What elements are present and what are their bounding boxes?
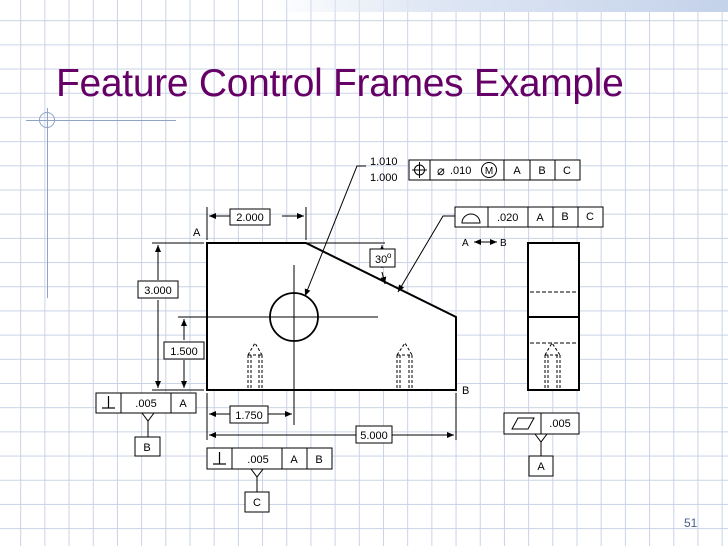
hidden-hole-left bbox=[247, 342, 263, 390]
title-vertical-rule bbox=[47, 108, 48, 298]
dim-1500: 1.500 bbox=[163, 341, 205, 360]
svg-text:A: A bbox=[536, 212, 544, 224]
svg-text:2.000: 2.000 bbox=[236, 212, 264, 224]
header-band bbox=[268, 0, 728, 12]
svg-text:o: o bbox=[387, 251, 392, 260]
mmc-modifier: M bbox=[485, 166, 493, 177]
svg-text:.005: .005 bbox=[247, 454, 268, 466]
svg-text:1.750: 1.750 bbox=[235, 410, 263, 422]
perp-left-fcf: .005 A B bbox=[95, 392, 197, 457]
dim-3000: 3.000 bbox=[137, 280, 179, 299]
hidden-hole-right bbox=[396, 342, 413, 390]
position-leader bbox=[304, 165, 366, 297]
profile-fcf: .020 A B C A B bbox=[454, 206, 604, 249]
svg-text:C: C bbox=[563, 165, 571, 177]
perpendicularity-icon bbox=[213, 452, 226, 465]
svg-text:A: A bbox=[290, 454, 298, 466]
dimension-lines bbox=[152, 165, 497, 440]
position-tolerance: .010 bbox=[450, 165, 471, 177]
dim-angle: 30 o bbox=[369, 248, 396, 268]
position-icon bbox=[412, 162, 427, 178]
svg-text:.020: .020 bbox=[497, 212, 518, 224]
svg-text:B: B bbox=[538, 165, 545, 177]
flatness-icon bbox=[511, 417, 535, 430]
position-fcf: 1.010 1.000 ⌀ .010 M A B C bbox=[370, 156, 581, 184]
svg-text:.005: .005 bbox=[549, 418, 570, 430]
datum-c-label: C bbox=[253, 497, 261, 509]
svg-text:A: A bbox=[513, 165, 521, 177]
svg-text:C: C bbox=[586, 211, 594, 223]
svg-text:1.500: 1.500 bbox=[170, 346, 198, 358]
datum-a-label: A bbox=[537, 461, 545, 473]
profile-of-surface-icon bbox=[461, 213, 481, 224]
svg-text:B: B bbox=[561, 211, 568, 223]
label-point-b: B bbox=[462, 385, 469, 397]
dim-1750: 1.750 bbox=[229, 405, 269, 424]
profile-leader bbox=[397, 215, 455, 293]
dim-5000: 5.000 bbox=[355, 425, 393, 444]
perpendicularity-icon bbox=[102, 396, 115, 409]
size-upper: 1.010 bbox=[370, 156, 398, 168]
page-number: 51 bbox=[684, 516, 698, 530]
size-lower: 1.000 bbox=[370, 172, 398, 184]
svg-text:.005: .005 bbox=[135, 398, 156, 410]
side-hidden-hole bbox=[544, 342, 561, 390]
title-ornament-circle bbox=[39, 112, 55, 128]
dim-2000: 2.000 bbox=[229, 208, 271, 226]
between-to: B bbox=[500, 238, 507, 249]
title-underline bbox=[26, 120, 176, 121]
slide-title: Feature Control Frames Example bbox=[56, 62, 624, 105]
svg-text:3.000: 3.000 bbox=[144, 285, 172, 297]
svg-text:B: B bbox=[315, 454, 322, 466]
side-view bbox=[527, 242, 580, 391]
svg-text:A: A bbox=[179, 398, 187, 410]
flatness-fcf: .005 A bbox=[503, 412, 580, 477]
diameter-symbol: ⌀ bbox=[437, 163, 445, 178]
svg-text:30: 30 bbox=[375, 254, 387, 266]
datum-b-label: B bbox=[143, 442, 150, 454]
label-point-a: A bbox=[193, 227, 201, 239]
svg-text:5.000: 5.000 bbox=[360, 430, 388, 442]
perp-bottom-fcf: .005 A B C bbox=[206, 447, 333, 513]
mmc-circle bbox=[481, 162, 497, 178]
between-from: A bbox=[462, 238, 469, 249]
front-view bbox=[206, 242, 457, 425]
